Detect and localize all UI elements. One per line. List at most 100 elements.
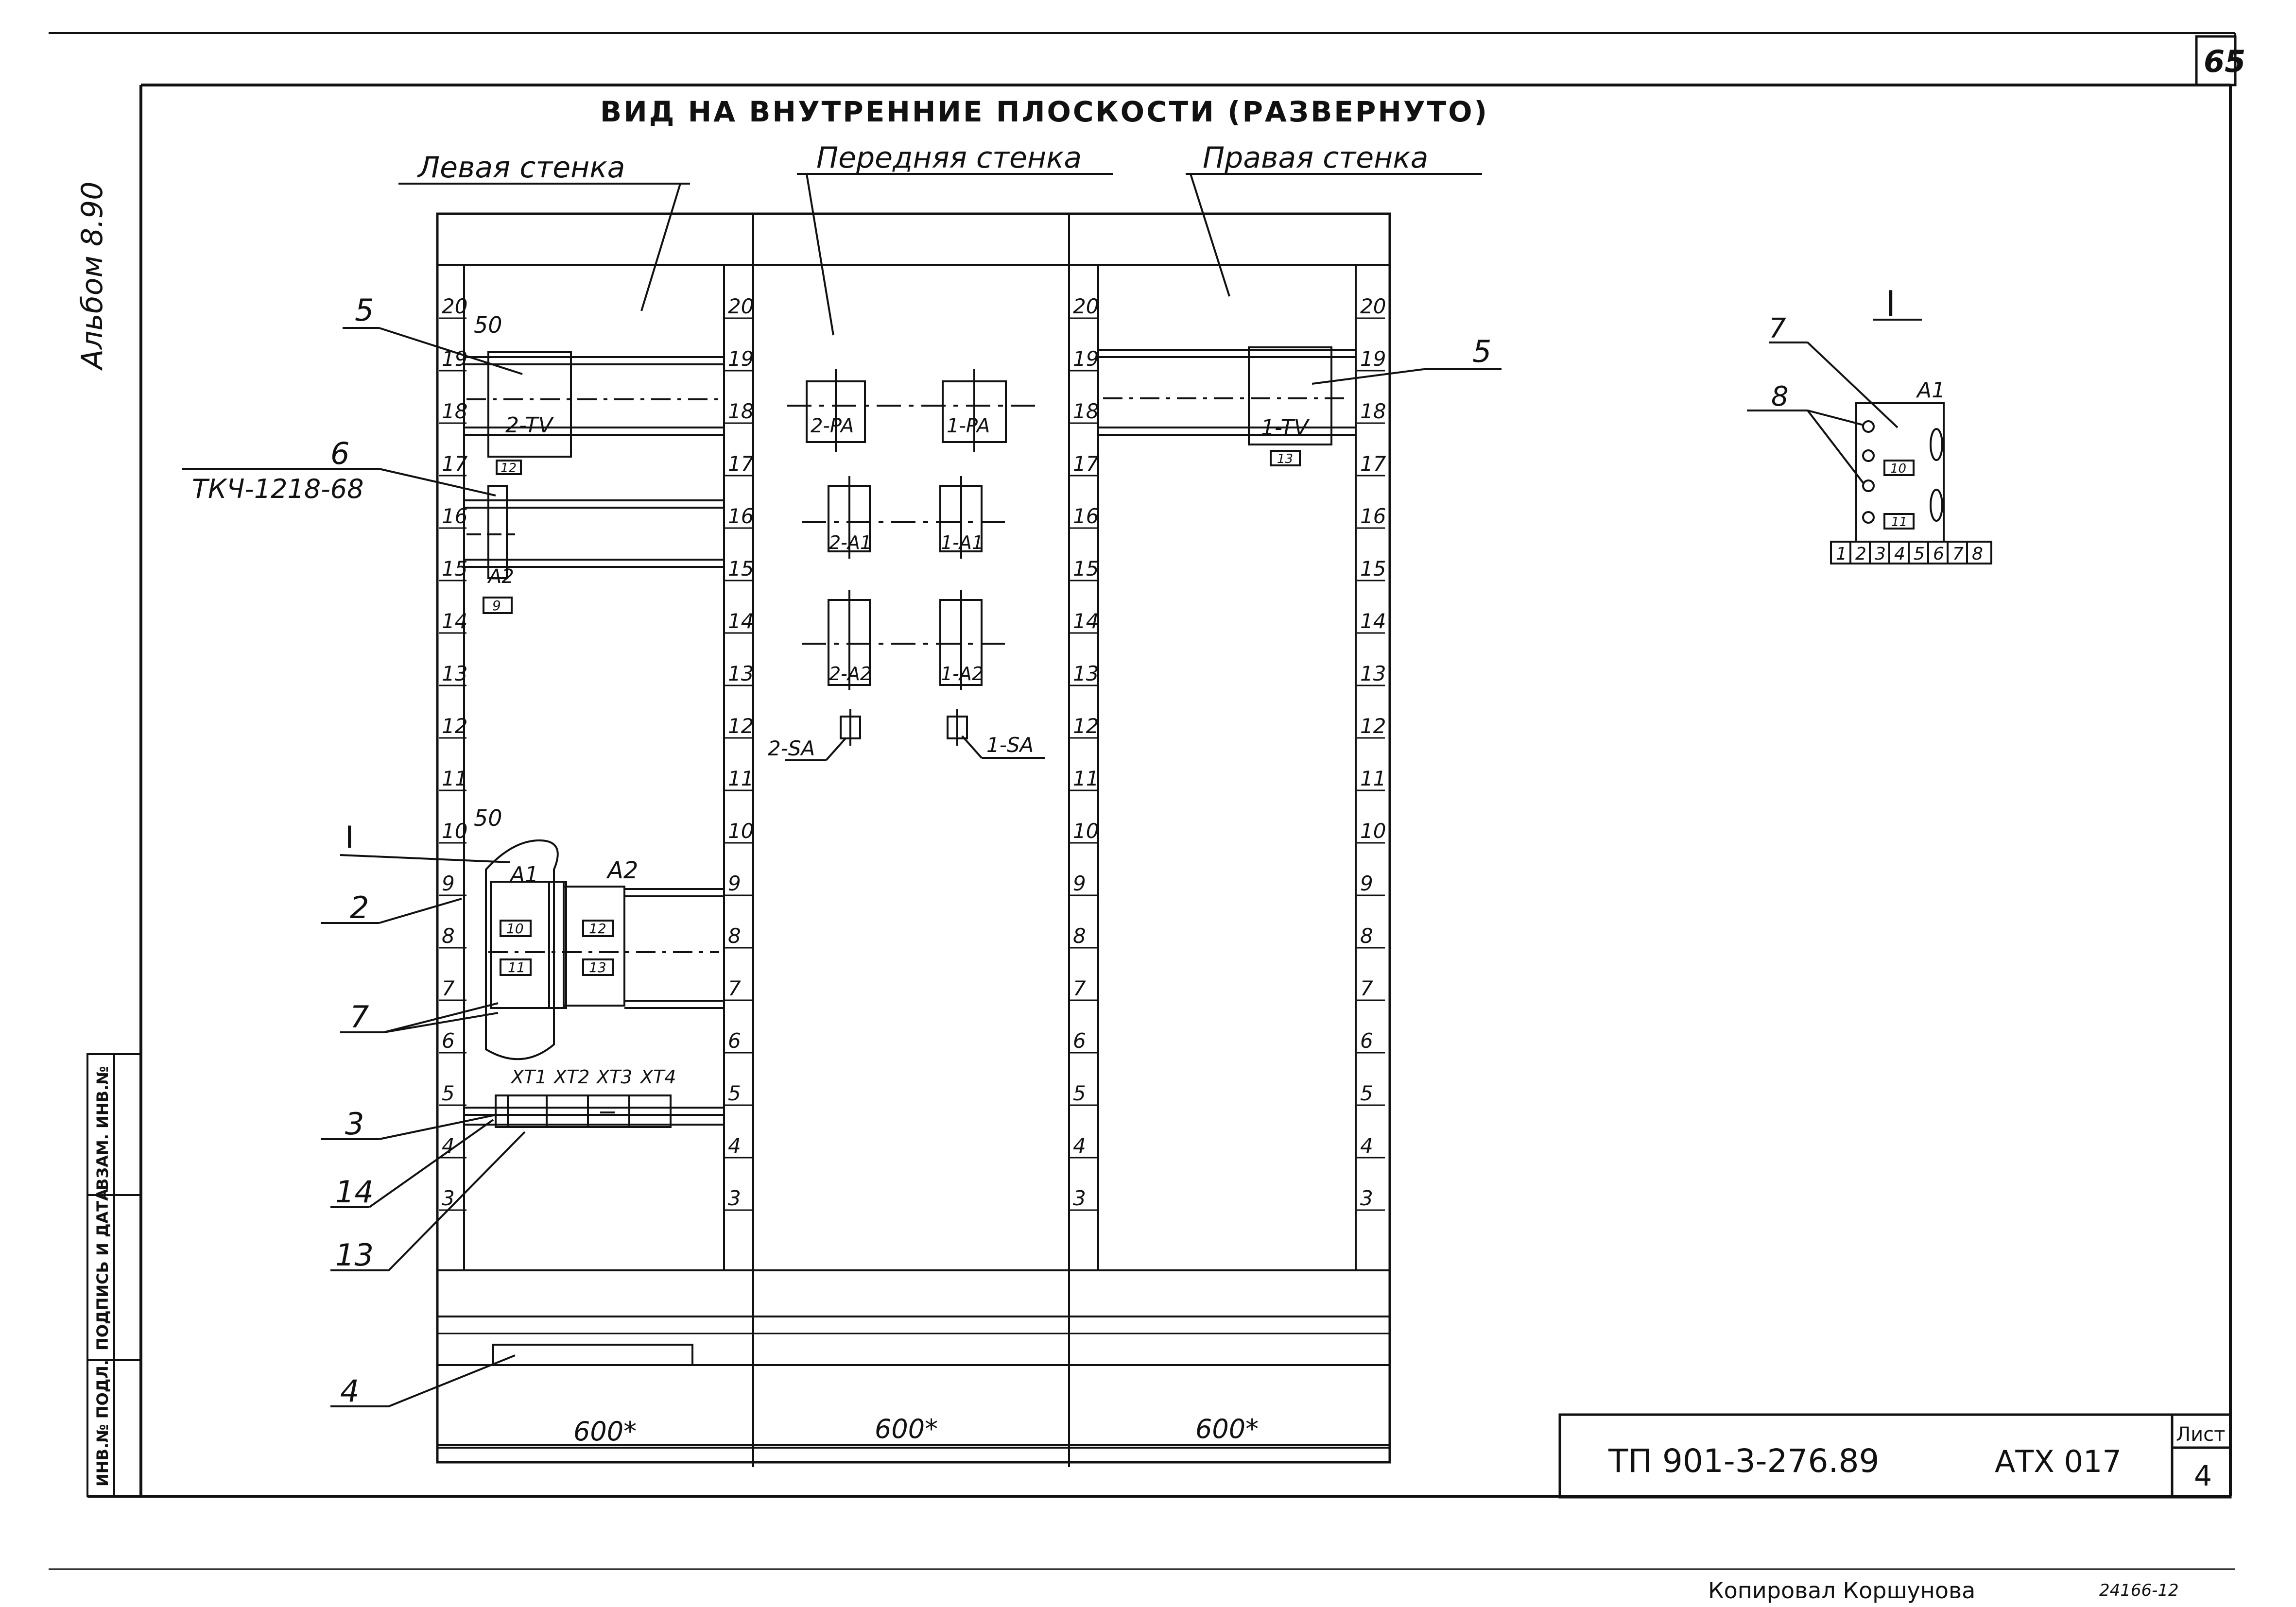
detail-terminal-label: 5: [1914, 544, 1925, 564]
detail-terminal-label: 4: [1894, 544, 1905, 564]
stamp-inv-podl: ИНВ.№ ПОДЛ.: [93, 1360, 112, 1487]
left-wall-devices: [464, 351, 724, 1366]
dim-50-bottom: 50: [474, 805, 502, 831]
right-rail-b-mark: 14: [1360, 609, 1386, 633]
box-12: 12: [589, 921, 606, 937]
tv2-label: 2-TV: [505, 413, 554, 438]
a1-2-label: 2-A1: [829, 532, 872, 553]
sa1-label: 1-SA: [986, 733, 1034, 757]
detail-leader-7: 7: [1769, 313, 1786, 344]
right-rail-a-mark: 10: [1073, 819, 1099, 843]
a2-label: A2: [606, 857, 638, 884]
left-rail-b-mark: 18: [728, 399, 754, 423]
a1-1-label: 1-A1: [941, 532, 984, 553]
right-rail-b-mark: 5: [1360, 1081, 1373, 1105]
right-rail-b-mark: 20: [1360, 294, 1386, 318]
detail-leader-8: 8: [1771, 381, 1789, 412]
right-rail-a-mark: 12: [1073, 714, 1099, 738]
dim-front: 600*: [875, 1414, 938, 1444]
leader-13: 13: [335, 1237, 374, 1273]
right-rail-a-mark: 18: [1073, 399, 1099, 423]
wall-front-label: Передняя стенка: [816, 141, 1082, 175]
leader-3: 3: [345, 1106, 364, 1142]
leader-6-code: ТКЧ-1218-68: [192, 474, 363, 504]
left-rail-a-mark: 14: [442, 609, 467, 633]
detail-terminal-label: 7: [1952, 544, 1964, 564]
album-label: Альбом 8.90: [75, 182, 109, 371]
stamp-column: [86, 1053, 142, 1497]
right-rail-a-mark: 17: [1073, 452, 1099, 476]
a1-label: A1: [509, 862, 538, 887]
title-doc: АТХ 017: [1995, 1444, 2122, 1479]
right-rail-a-mark: 9: [1073, 872, 1086, 895]
left-rail-b-mark: 6: [728, 1029, 741, 1053]
cabinet-outline: [436, 212, 1391, 1467]
left-rail-a-mark: 11: [442, 767, 467, 790]
detail-I: [1747, 319, 1992, 564]
drawing-title: ВИД НА ВНУТРЕННИЕ ПЛОСКОСТИ (РАЗВЕРНУТО): [600, 95, 1489, 128]
dim-left: 600*: [573, 1416, 637, 1447]
detail-I-title: I: [1885, 283, 1896, 324]
detail-terminal-label: 2: [1855, 544, 1866, 564]
detail-terminal-label: 3: [1875, 544, 1886, 564]
detail-box-10: 10: [1890, 462, 1906, 476]
sheet-frame: [49, 32, 2237, 1570]
leader-6: 6: [330, 436, 349, 471]
right-rail-b-mark: 17: [1360, 452, 1386, 476]
footer-copied: Копировал Коршунова: [1708, 1577, 1975, 1604]
a2-tag-number: 9: [492, 598, 501, 614]
left-rail-a-mark: 19: [442, 347, 467, 371]
left-rail-a-mark: 7: [442, 976, 455, 1000]
box-13: 13: [589, 959, 606, 975]
right-rail-b-mark: 7: [1360, 976, 1373, 1000]
title-code: ТП 901-3-276.89: [1608, 1442, 1879, 1480]
left-rail-b-mark: 20: [728, 294, 754, 318]
stamp-podpis: ПОДПИСЬ И ДАТА: [93, 1189, 112, 1351]
left-rail-b-mark: 17: [728, 452, 754, 476]
right-rail-b-mark: 12: [1360, 714, 1386, 738]
left-rail-b-mark: 11: [728, 767, 754, 790]
tv1-label: 1-TV: [1261, 415, 1310, 440]
left-rail-a-mark: 12: [442, 714, 467, 738]
left-rail-b-mark: 13: [728, 662, 754, 685]
left-rail-b-mark: 15: [728, 557, 754, 581]
right-rail-a-mark: 7: [1073, 976, 1086, 1000]
leader-4: 4: [340, 1373, 359, 1409]
tv1-number: 13: [1277, 452, 1293, 466]
leader-5-left: 5: [355, 292, 374, 328]
dimension-row: [436, 1440, 1391, 1455]
left-rail-b-mark: 7: [728, 976, 741, 1000]
right-rail-b-mark: 16: [1360, 504, 1386, 528]
left-rail-a-mark: 9: [442, 872, 455, 895]
detail-terminal-label: 6: [1933, 544, 1944, 564]
right-rail-a-mark: 20: [1073, 294, 1099, 318]
right-rail-a-mark: 13: [1073, 662, 1099, 685]
right-rail-b-mark: 19: [1360, 347, 1386, 371]
right-rail-b-mark: 18: [1360, 399, 1386, 423]
left-rail-b-mark: 12: [728, 714, 754, 738]
left-rail-a-mark: 8: [442, 924, 455, 948]
right-rail-b-mark: 13: [1360, 662, 1386, 685]
right-rail-a-mark: 14: [1073, 609, 1099, 633]
left-rail-b-mark: 14: [728, 609, 754, 633]
title-sheet-label: Лист: [2176, 1423, 2225, 1446]
xt1-label: XT1: [510, 1066, 547, 1088]
left-rail-b-mark: 5: [728, 1081, 741, 1105]
left-rail-b-mark: 16: [728, 504, 754, 528]
right-rail-a-mark: 11: [1073, 767, 1099, 790]
right-rail-a-mark: 15: [1073, 557, 1099, 581]
right-rail-a-mark: 3: [1073, 1186, 1086, 1210]
left-rail-b-mark: 3: [728, 1186, 741, 1210]
right-rail-a-mark: 5: [1073, 1081, 1086, 1105]
right-rail-b-mark: 9: [1360, 872, 1373, 895]
right-rail-a-mark: 6: [1073, 1029, 1086, 1053]
left-rail-a-mark: 17: [442, 452, 468, 476]
right-rail-a-mark: 19: [1073, 347, 1099, 371]
left-rail-b-mark: 9: [728, 872, 741, 895]
left-rail-a-mark: 6: [442, 1029, 455, 1053]
left-rail-b-mark: 10: [728, 819, 754, 843]
right-rail-b-mark: 4: [1360, 1134, 1373, 1158]
xt2-label: XT2: [553, 1066, 589, 1088]
